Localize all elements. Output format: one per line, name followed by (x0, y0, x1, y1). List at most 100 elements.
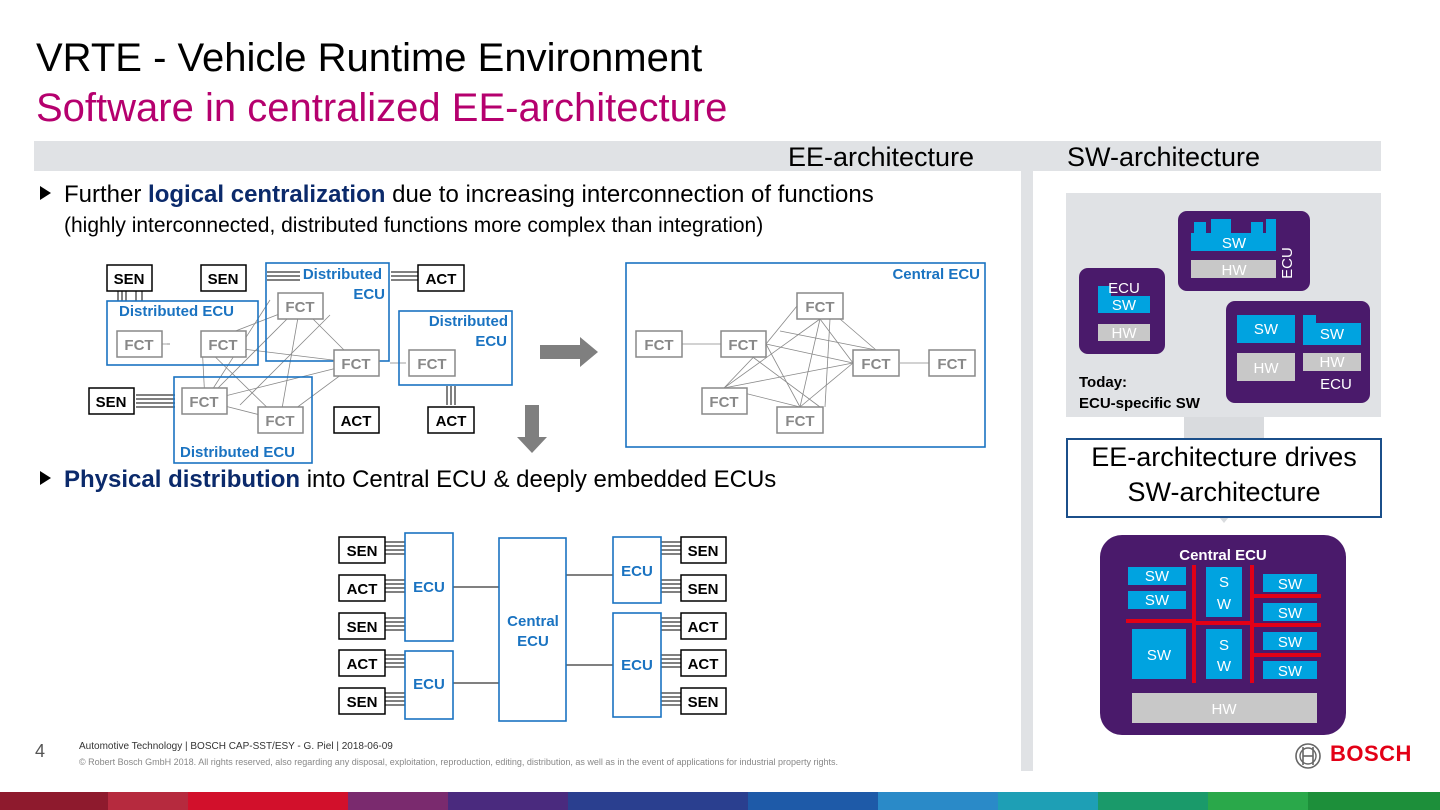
sw-architecture-heading: SW-architecture (1067, 142, 1261, 172)
today-label: ECU-specific SW (1079, 395, 1201, 412)
fct-label: FCT (728, 337, 757, 354)
fct-label: FCT (937, 356, 966, 373)
centralization-diagram: SEN SEN ACT SEN ACT ACT FCT FCT FCT FCT … (88, 262, 986, 464)
ecu-label: ECU (621, 563, 653, 580)
central-ecu-label: Central ECU (892, 266, 980, 283)
fct-label: FCT (341, 356, 370, 373)
bullet-highlight: logical centralization (148, 181, 386, 208)
sw-label: SW (1278, 576, 1303, 593)
ecu-label: ECU (413, 676, 445, 693)
bullet-text: into Central ECU & deeply embedded ECUs (300, 466, 777, 493)
fct-label: FCT (709, 394, 738, 411)
page-subtitle: Software in centralized EE-architecture (36, 86, 728, 130)
section-band (34, 141, 1381, 171)
ecu-label: ECU (353, 286, 385, 303)
callout-line: SW-architecture (1127, 477, 1321, 507)
ee-architecture-heading: EE-architecture (788, 142, 975, 172)
sw-architecture-panel: SW HW ECU SW HW SW SW HW HW ECU ECU Toda… (1066, 193, 1381, 735)
sen-label: SEN (347, 619, 378, 636)
central-ecu-title: Central ECU (1179, 547, 1267, 564)
act-label: ACT (688, 656, 719, 673)
act-label: ACT (426, 271, 457, 288)
act-label: ACT (347, 656, 378, 673)
sw-label: SW (1145, 568, 1170, 585)
sen-label: SEN (114, 271, 145, 288)
hw-label: HW (1112, 325, 1138, 342)
bullet-text: due to increasing interconnection of fun… (385, 181, 874, 208)
act-label: ACT (688, 619, 719, 636)
brand-color-bar (0, 792, 1440, 810)
bosch-brand: BOSCH (1330, 741, 1412, 766)
page-title: VRTE - Vehicle Runtime Environment (36, 36, 703, 80)
w-label: W (1217, 658, 1232, 675)
fct-label: FCT (124, 337, 153, 354)
sw-label: SW (1222, 235, 1247, 252)
fct-label: FCT (644, 337, 673, 354)
act-label: ACT (347, 581, 378, 598)
sw-label: SW (1278, 605, 1303, 622)
today-label: Today: (1079, 374, 1127, 391)
sw-label: SW (1254, 321, 1279, 338)
ee-drives-sw-callout: EE-architecture drives SW-architecture (1066, 438, 1382, 518)
arrow-right-icon (540, 337, 598, 367)
ecu-label: ECU (413, 579, 445, 596)
bullet-triangle-icon (40, 186, 51, 200)
bullet-subtext: (highly interconnected, distributed func… (64, 214, 764, 237)
bullet-text: Further (64, 181, 149, 208)
hw-label: HW (1222, 262, 1248, 279)
hw-label: HW (1212, 701, 1238, 718)
arrow-down-icon (517, 405, 547, 453)
act-label: ACT (341, 413, 372, 430)
fct-label: FCT (805, 299, 834, 316)
bullet-physical-distribution: Physical distribution into Central ECU &… (40, 465, 776, 495)
sw-label: SW (1320, 326, 1345, 343)
sw-label: SW (1145, 592, 1170, 609)
fct-label: FCT (189, 394, 218, 411)
physical-distribution-diagram: SEN ACT SEN ACT SEN SEN SEN ACT ACT SEN … (338, 532, 727, 722)
sen-label: SEN (688, 581, 719, 598)
footer-copyright: © Robert Bosch GmbH 2018. All rights res… (79, 757, 839, 767)
sen-label: SEN (96, 394, 127, 411)
w-label: W (1217, 596, 1232, 613)
fct-label: FCT (208, 337, 237, 354)
distributed-label: Distributed (303, 266, 382, 283)
central-ecu-label: Central (507, 613, 559, 630)
sen-label: SEN (347, 694, 378, 711)
sen-label: SEN (688, 694, 719, 711)
fct-label: FCT (785, 413, 814, 430)
ecu-label: ECU (1320, 376, 1352, 393)
fct-label: FCT (265, 413, 294, 430)
distributed-ecu-label: Distributed ECU (180, 444, 295, 461)
central-ecu-label: ECU (517, 633, 549, 650)
bosch-logo-icon (1295, 743, 1321, 769)
s-label: S (1219, 574, 1229, 591)
sen-label: SEN (688, 543, 719, 560)
ecu-label: ECU (1279, 247, 1296, 279)
ecu-label: ECU (621, 657, 653, 674)
central-ecu-frame (625, 262, 986, 448)
sw-label: SW (1278, 663, 1303, 680)
sen-label: SEN (347, 543, 378, 560)
ecu-label: ECU (1108, 280, 1140, 297)
act-label: ACT (436, 413, 467, 430)
ecu-label: ECU (475, 333, 507, 350)
fct-label: FCT (417, 356, 446, 373)
column-divider (1021, 171, 1033, 771)
hw-label: HW (1254, 360, 1280, 377)
s-label: S (1219, 637, 1229, 654)
fct-label: FCT (285, 299, 314, 316)
bullet-highlight: Physical distribution (64, 466, 301, 493)
footer-info: Automotive Technology | BOSCH CAP-SST/ES… (79, 741, 393, 752)
callout-line: EE-architecture drives (1091, 442, 1357, 472)
page-number: 4 (35, 741, 46, 761)
fct-label: FCT (861, 356, 890, 373)
sw-label: SW (1278, 634, 1303, 651)
bullet-triangle-icon (40, 471, 51, 485)
sen-label: SEN (208, 271, 239, 288)
distributed-ecu-label: Distributed ECU (119, 303, 234, 320)
sw-label: SW (1147, 647, 1172, 664)
sw-label: SW (1112, 297, 1137, 314)
hw-label: HW (1320, 354, 1346, 371)
distributed-label: Distributed (429, 313, 508, 330)
bullet-logical-centralization: Further logical centralization due to in… (40, 180, 874, 210)
